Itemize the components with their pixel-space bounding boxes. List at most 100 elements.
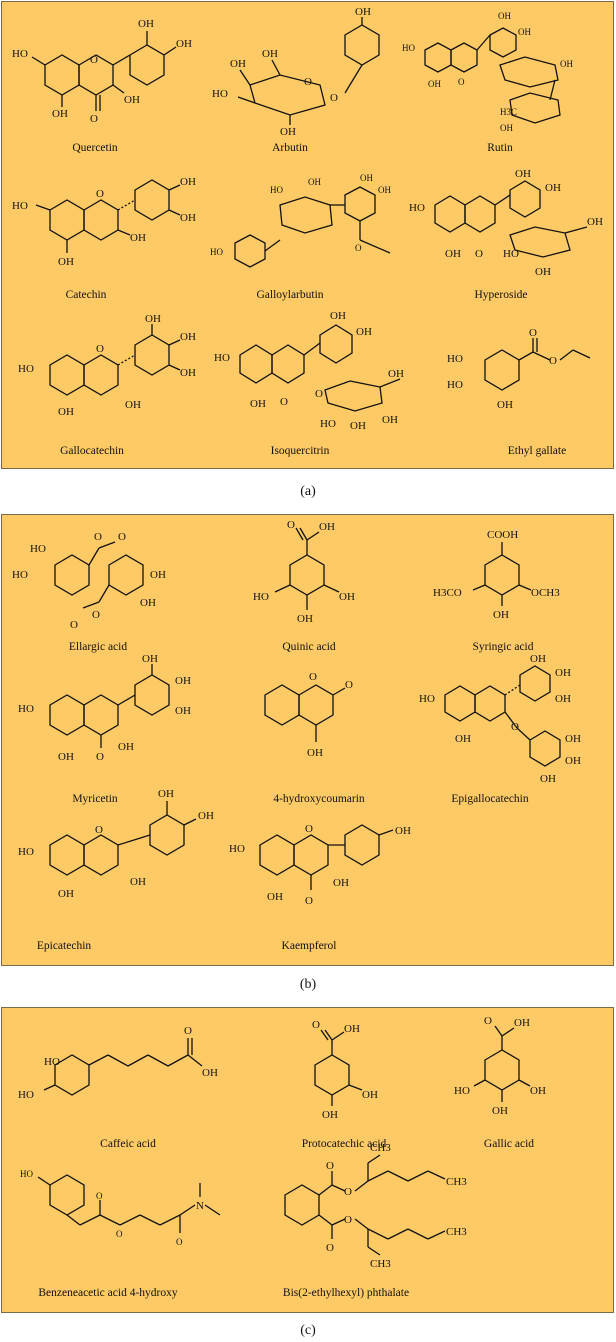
atom-oh: OH (262, 48, 278, 60)
atom-o: O (280, 396, 288, 408)
atom-oh: OH (339, 591, 355, 603)
atom-oh: OH (497, 399, 513, 411)
atom-oh: OH (360, 173, 373, 183)
atom-oh: OH (428, 79, 441, 89)
structure-quinic-acid: O OH HO OH OH (253, 519, 355, 625)
atom-ho: HO (447, 353, 463, 365)
structure-bis-2-ethylhexyl-phthalate: O O O O CH3 CH3 CH3 CH3 (284, 1142, 467, 1270)
atom-oh: OH (175, 705, 191, 717)
atom-oh: OH (52, 108, 68, 120)
atom-oh: OH (308, 177, 321, 187)
atom-ho: HO (30, 543, 46, 555)
structure-rutin: HO OH O OH OH H3C OH OH (402, 11, 573, 133)
atom-ho: HO (20, 1169, 33, 1179)
structure-4-hydroxycoumarin: O O OH (264, 671, 353, 759)
atom-oh: OH (560, 59, 573, 69)
atom-oh: OH (175, 675, 191, 687)
atom-oh: OH (382, 414, 398, 426)
atom-oh: OH (355, 6, 371, 18)
atom-oh: OH (58, 751, 74, 763)
compound-name: Epigallocatechin (451, 793, 529, 805)
structure-quercetin: O O OH HO OH OH OH (12, 18, 192, 125)
atom-ch3: CH3 (370, 1258, 391, 1270)
atom-o: O (116, 1229, 123, 1239)
atom-ho: HO (253, 591, 269, 603)
atom-o: O (309, 671, 317, 683)
atom-o: O (304, 76, 312, 88)
atom-oh: OH (180, 176, 196, 188)
atom-oh: OH (138, 18, 154, 30)
compound-name: Quinic acid (282, 641, 336, 653)
atom-ho: HO (18, 846, 34, 858)
compound-name: Catechin (65, 289, 107, 301)
compound-name: Kaempferol (281, 940, 337, 952)
atom-oh: OH (118, 741, 134, 753)
atom-oh: OH (388, 368, 404, 380)
atom-oh: OH (445, 248, 461, 260)
structure-benzeneacetic-acid-4-hydroxy: HO O O O N (20, 1169, 221, 1247)
atom-o: O (484, 1015, 492, 1027)
atom-oh: OH (250, 398, 266, 410)
atom-o: O (458, 77, 465, 87)
atom-oh: OH (198, 810, 214, 822)
atom-ho: HO (12, 569, 28, 581)
atom-oh: OH (565, 755, 581, 767)
atom-ch3: CH3 (446, 1226, 467, 1238)
atom-o: O (344, 1186, 352, 1198)
atom-oh: OH (530, 1085, 546, 1097)
atom-oh: OH (455, 733, 471, 745)
atom-oh: OH (515, 168, 531, 180)
atom-oh: OH (555, 693, 571, 705)
structure-myricetin: HO OH O OH OH OH OH (18, 653, 191, 763)
atom-oh: OH (58, 256, 74, 268)
structure-galloylarbutin: HO HO OH OH OH O (210, 173, 391, 268)
atom-o: O (326, 1160, 334, 1172)
atom-o: O (312, 1019, 320, 1031)
compound-name: Ethyl gallate (507, 445, 567, 457)
atom-oh: OH (130, 232, 146, 244)
atom-oh: OH (319, 521, 335, 533)
atom-oh: OH (330, 310, 346, 322)
atom-oh: OH (58, 406, 74, 418)
atom-ch3: CH3 (370, 1142, 391, 1154)
atom-oh: OH (555, 667, 571, 679)
atom-ho: HO (12, 200, 28, 212)
atom-ho: HO (12, 48, 28, 60)
atom-oh: OH (344, 1023, 360, 1035)
structure-arbutin: OH O O OH HO OH OH (212, 6, 380, 138)
atom-oh: OH (176, 38, 192, 50)
compound-name: Gallocatechin (60, 445, 124, 457)
compound-name: Arbutin (272, 142, 308, 154)
atom-ho: HO (210, 247, 223, 257)
atom-oh: OH (140, 597, 156, 609)
atom-o: O (96, 751, 104, 763)
compound-name: Syringic acid (472, 641, 534, 653)
atom-oh: OH (230, 58, 246, 70)
atom-oh: OH (350, 420, 366, 432)
panel-label-b: (b) (299, 977, 317, 992)
atom-o: O (475, 248, 483, 260)
atom-oh: OH (498, 11, 511, 21)
atom-oh: OH (540, 773, 556, 785)
atom-ho: HO (270, 185, 283, 195)
atom-ho: HO (18, 703, 34, 715)
compound-name: Epicatechin (36, 940, 92, 952)
structure-gallocatechin: HO O OH OH OH OH OH (18, 313, 196, 418)
atom-ho: HO (229, 843, 245, 855)
atom-o: O (305, 895, 313, 907)
atom-oh: OH (150, 569, 166, 581)
compound-name: Isoquercitrin (270, 445, 330, 457)
structure-syringic-acid: COOH H3CO OCH3 OH (433, 529, 560, 621)
atom-oh: OH (565, 733, 581, 745)
compound-name: Gallic acid (483, 1138, 535, 1150)
atom-ho: HO (44, 1056, 60, 1068)
atom-h3c: H3C (500, 107, 517, 117)
atom-oh: OH (492, 1105, 508, 1117)
structure-gallic-acid: O OH HO OH OH (454, 1015, 546, 1117)
atom-ho: HO (503, 248, 519, 260)
atom-oh: OH (202, 1067, 218, 1079)
atom-oh: OH (518, 27, 531, 37)
atom-o: O (511, 721, 519, 733)
atom-oh: OH (267, 891, 283, 903)
atom-oh: OH (180, 331, 196, 343)
